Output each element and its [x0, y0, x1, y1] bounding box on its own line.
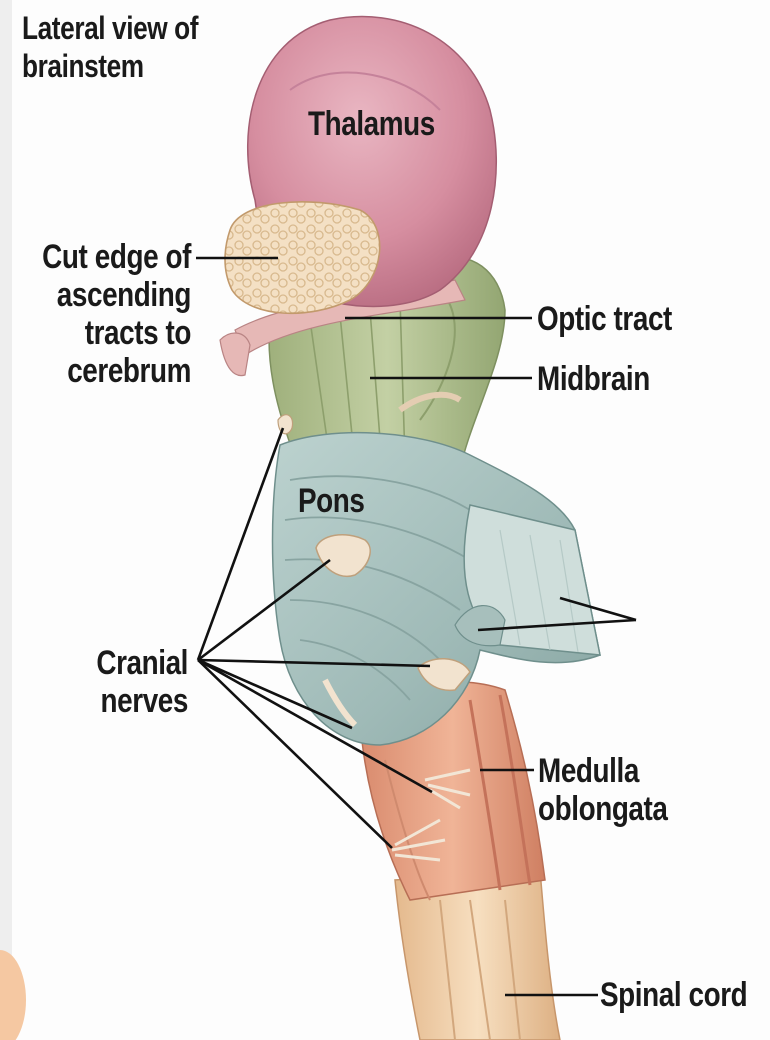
label-medulla-oblongata: Medulla oblongata	[538, 752, 682, 828]
label-cranial-nerves: Cranial nerves	[54, 644, 188, 720]
label-spinal-cord: Spinal cord	[600, 976, 747, 1014]
label-thalamus: Thalamus	[308, 105, 435, 143]
label-cut-edge: Cut edge of ascending tracts to cerebrum	[0, 238, 191, 390]
leader-cranial-1	[198, 428, 283, 660]
label-pons: Pons	[298, 482, 365, 520]
label-optic-tract: Optic tract	[537, 300, 672, 338]
corner-decoration	[0, 950, 26, 1040]
diagram-title: Lateral view of brainstem	[22, 10, 211, 86]
left-edge-strip	[0, 0, 12, 1040]
label-midbrain: Midbrain	[537, 360, 650, 398]
